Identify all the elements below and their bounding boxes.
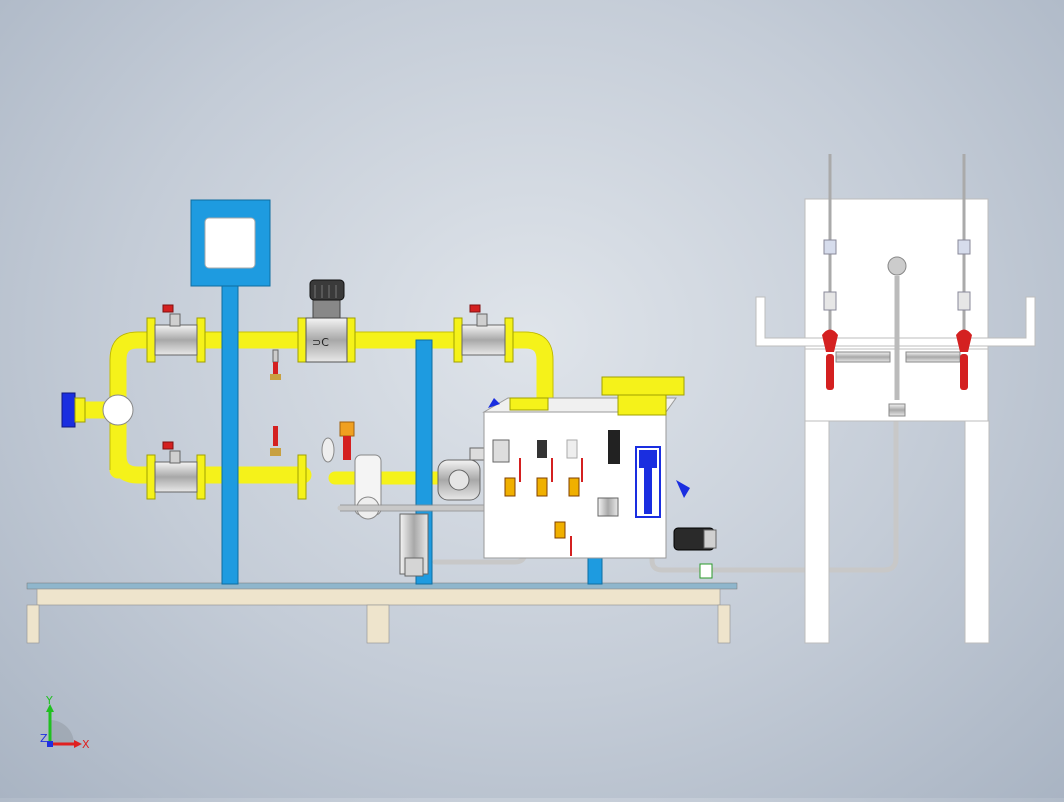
top-filter-housing[interactable] [488, 376, 685, 416]
base-skid[interactable] [26, 582, 738, 644]
x-axis-label: X [82, 738, 90, 751]
axis-triad: X Y Z [36, 694, 106, 756]
pressure-regulator[interactable] [321, 421, 485, 577]
upper-ball-valve-right[interactable] [461, 304, 506, 356]
vertical-filter[interactable] [635, 446, 690, 518]
support-column-right[interactable] [587, 555, 603, 585]
cylinder-valve-red-right[interactable] [956, 329, 972, 391]
lower-ball-valve-left[interactable] [154, 441, 198, 493]
upper-ball-valve-left[interactable] [154, 304, 198, 356]
y-axis-label: Y [45, 696, 53, 707]
cylinder-valve-red-left[interactable] [822, 329, 838, 391]
drain-valves[interactable] [270, 349, 281, 456]
inlet-flange[interactable] [61, 392, 134, 428]
cylinder-rack[interactable] [755, 154, 1036, 644]
outlet-flange[interactable] [673, 527, 717, 579]
control-panel-box[interactable] [190, 199, 271, 287]
support-column-left[interactable] [221, 285, 239, 585]
z-axis-label: Z [40, 732, 48, 745]
gas-meter[interactable]: ⊃C [305, 279, 348, 363]
svg-text:⊃C: ⊃C [312, 336, 329, 349]
